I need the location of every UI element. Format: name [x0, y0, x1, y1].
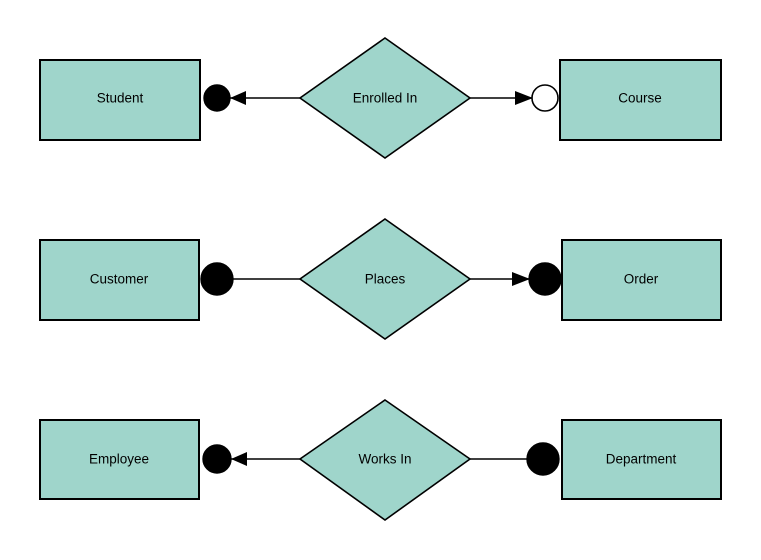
arrowhead-toward-order — [512, 272, 530, 286]
relationship-label-places: Places — [365, 272, 406, 287]
entity-label-employee: Employee — [89, 452, 149, 467]
entity-label-course: Course — [618, 91, 662, 106]
entity-label-order: Order — [624, 272, 659, 287]
relationship-group-places: Customer Order Places — [39, 218, 722, 340]
relationship-diamond-works-in[interactable] — [298, 399, 472, 521]
entity-label-student: Student — [97, 91, 144, 106]
cardinality-marker-employee-filled-circle[interactable] — [202, 444, 232, 474]
cardinality-marker-course-open-circle[interactable] — [531, 84, 559, 112]
cardinality-marker-order-filled-circle[interactable] — [528, 262, 562, 296]
relationship-diamond-enrolled-in[interactable] — [298, 37, 472, 159]
cardinality-marker-department-filled-circle[interactable] — [526, 442, 560, 476]
cardinality-marker-student-filled-circle[interactable] — [203, 84, 231, 112]
entity-box-department[interactable] — [561, 419, 722, 500]
relationship-group-enrolled-in: Student Course Enrolled In — [39, 37, 722, 159]
relationship-label-enrolled-in: Enrolled In — [353, 91, 418, 106]
relationship-label-works-in: Works In — [358, 452, 411, 467]
arrowhead-toward-employee — [231, 452, 247, 466]
arrowhead-toward-course — [515, 91, 533, 105]
relationship-diamond-places[interactable] — [298, 218, 472, 340]
entity-box-course[interactable] — [559, 59, 722, 141]
entity-box-student[interactable] — [39, 59, 201, 141]
entity-label-department: Department — [606, 452, 677, 467]
relationship-group-works-in: Employee Department Works In — [39, 399, 722, 521]
entity-box-order[interactable] — [561, 239, 722, 321]
entity-box-customer[interactable] — [39, 239, 200, 321]
entity-label-customer: Customer — [90, 272, 149, 287]
arrowhead-toward-student — [230, 91, 246, 105]
entity-box-employee[interactable] — [39, 419, 200, 500]
cardinality-marker-customer-filled-circle[interactable] — [200, 262, 234, 296]
